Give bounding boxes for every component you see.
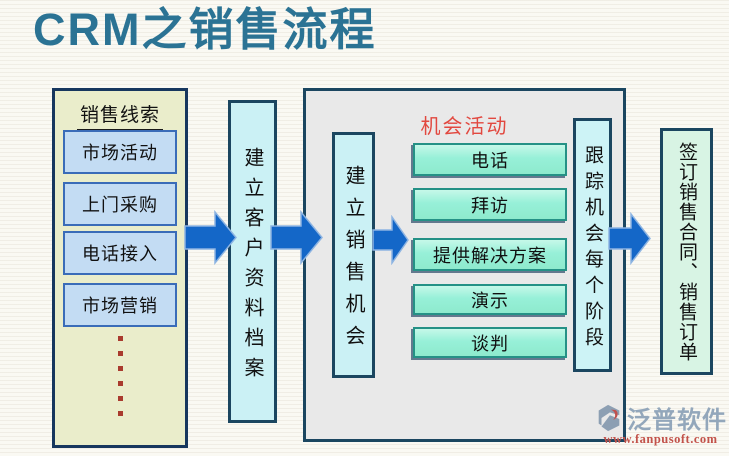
lead-item-market-activity: 市场活动 xyxy=(63,130,177,174)
vendor-url: www.fanpusoft.com xyxy=(603,432,718,446)
flow-arrow-2 xyxy=(270,210,323,265)
step-sign-contract-order-label: 签订销售合同、销售订单 xyxy=(676,142,697,362)
step-track-opportunity-stages: 跟踪机会每个阶段 xyxy=(573,118,612,372)
opportunity-activity-label: 机会活动 xyxy=(420,116,509,138)
flow-arrow-3 xyxy=(372,215,409,265)
dot xyxy=(117,366,123,371)
ellipsis-dots xyxy=(55,336,185,416)
lead-item-phone-inbound: 电话接入 xyxy=(63,231,177,275)
lead-item-walkin-purchase: 上门采购 xyxy=(63,182,177,226)
dot xyxy=(117,351,123,356)
flow-arrow-1 xyxy=(184,210,237,265)
step-build-customer-file: 建立客户资料档案 xyxy=(228,100,277,423)
dot xyxy=(117,381,123,386)
dot xyxy=(117,336,123,341)
opportunity-panel: 机会活动 建立销售机会 电话 拜访 提供解决方案 演示 谈判 跟踪机会每个阶段 xyxy=(303,88,626,442)
flow-arrow-4 xyxy=(608,212,651,265)
sales-leads-panel: 销售线索 市场活动 上门采购 电话接入 市场营销 xyxy=(52,88,188,448)
lead-item-marketing: 市场营销 xyxy=(63,283,177,327)
page-title: CRM之销售流程 xyxy=(33,4,377,55)
step-sign-contract-order: 签订销售合同、销售订单 xyxy=(660,128,713,375)
step-build-sales-opportunity-label: 建立销售机会 xyxy=(342,165,364,357)
vendor-logo: 泛普软件 www.fanpusoft.com xyxy=(594,400,727,447)
fanpu-logo-icon xyxy=(598,404,620,431)
activity-visit: 拜访 xyxy=(413,188,567,221)
step-track-opportunity-stages-label: 跟踪机会每个阶段 xyxy=(582,144,603,353)
step-build-customer-file-label: 建立客户资料档案 xyxy=(241,146,263,387)
activity-provide-solution: 提供解决方案 xyxy=(413,238,567,271)
step-build-sales-opportunity: 建立销售机会 xyxy=(332,132,375,378)
sales-leads-header-label: 销售线索 xyxy=(76,100,163,131)
activity-phone-call: 电话 xyxy=(413,143,567,176)
activity-demo: 演示 xyxy=(413,284,567,315)
dot xyxy=(117,396,123,401)
vendor-name: 泛普软件 xyxy=(627,407,727,434)
dot xyxy=(117,411,123,416)
sales-leads-header: 销售线索 xyxy=(55,100,185,131)
activity-negotiation: 谈判 xyxy=(413,327,567,358)
